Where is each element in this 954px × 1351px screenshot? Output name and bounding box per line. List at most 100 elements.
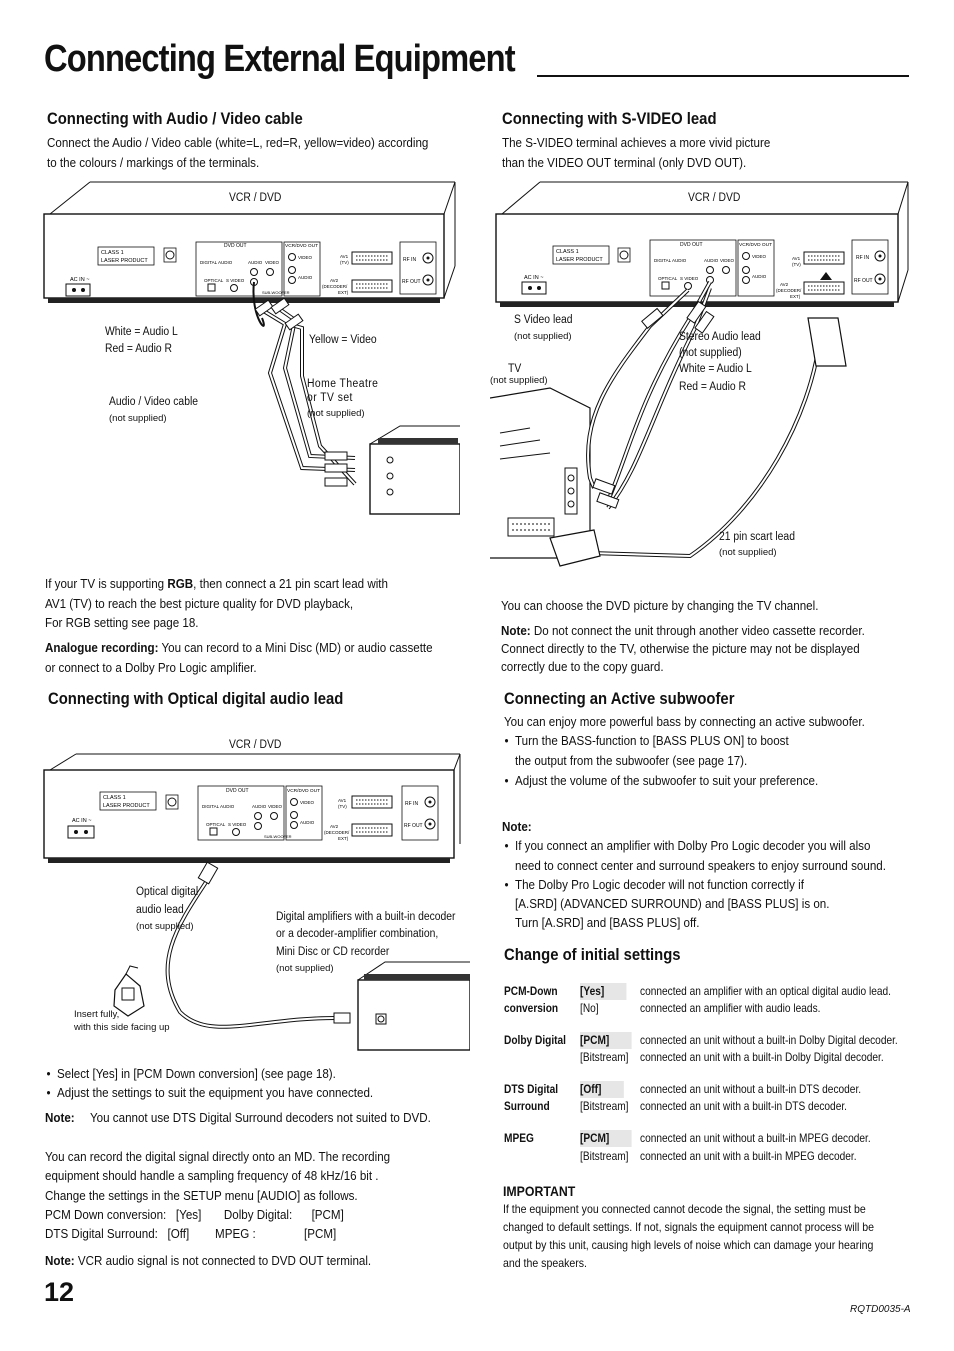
page-number: 12 <box>44 1277 75 1307</box>
svg-text:S VIDEO: S VIDEO <box>226 278 245 283</box>
subwoofer-bullet-1a: Turn the BASS-function to [BASS PLUS ON]… <box>504 731 788 751</box>
white-audio-label: White = Audio L <box>105 326 178 338</box>
svg-text:AUDIO: AUDIO <box>752 274 767 279</box>
svg-text:RF OUT: RF OUT <box>404 823 423 829</box>
av-vcr-label: VCR / DVD <box>229 192 282 204</box>
optical-note-label: Note: <box>45 1110 75 1125</box>
setting-option-default: [PCM] <box>580 1032 632 1049</box>
important-text-1: If the equipment you connected cannot de… <box>503 1202 866 1216</box>
setting-option-alt: [Bitstream] <box>580 1149 629 1163</box>
svg-text:(DECODER/: (DECODER/ <box>324 830 350 835</box>
home-theatre-label-2: or TV set <box>307 392 353 404</box>
insert-label-1: Insert fully, <box>74 1009 120 1020</box>
optical-note-text: You cannot use DTS Digital Surround deco… <box>90 1110 431 1125</box>
svg-text:DIGITAL AUDIO: DIGITAL AUDIO <box>202 804 235 809</box>
optical-bullet-1: Select [Yes] in [PCM Down conversion] (s… <box>46 1064 335 1084</box>
setting-name: Dolby Digital <box>504 1033 567 1047</box>
optical-vcr-label: VCR / DVD <box>229 739 282 751</box>
svideo-note-3: correctly due to the copy guard. <box>501 659 664 674</box>
svg-text:RF OUT: RF OUT <box>854 278 873 284</box>
amp-label-1: Digital amplifiers with a built-in decod… <box>276 911 456 923</box>
stereo-lead-label-3: White = Audio L <box>679 363 752 375</box>
av-connection-diagram: CLASS 1 LASER PRODUCT AC IN ~ DVD OUT DI… <box>43 181 460 515</box>
setting-desc-alt: connected an unit with a built-in DTS de… <box>640 1099 847 1113</box>
svg-text:AC IN ~: AC IN ~ <box>70 277 89 283</box>
record-text-3: Change the settings in the SETUP menu [A… <box>45 1188 358 1203</box>
svg-text:AUDIO: AUDIO <box>248 260 263 265</box>
yellow-video-label: Yellow = Video <box>309 334 377 346</box>
optical-lead-note: (not supplied) <box>136 921 194 932</box>
setting-desc-alt: connected an amplifier with audio leads. <box>640 1001 821 1015</box>
setting-desc-alt: connected an unit with a built-in MPEG d… <box>640 1149 857 1163</box>
svg-text:CLASS 1: CLASS 1 <box>101 250 124 256</box>
svideo-intro-2: than the VIDEO OUT terminal (only DVD OU… <box>502 155 747 170</box>
subwoofer-note-2a: The Dolby Pro Logic decoder will not fun… <box>504 875 804 895</box>
svg-text:AC IN ~: AC IN ~ <box>524 275 543 281</box>
svg-text:AUDIO: AUDIO <box>300 820 315 825</box>
svg-text:OPTICAL: OPTICAL <box>658 276 678 281</box>
record-text-2: equipment should handle a sampling frequ… <box>45 1168 379 1183</box>
svg-text:AV2: AV2 <box>330 824 339 829</box>
svg-text:(TV): (TV) <box>340 260 349 265</box>
svg-text:(TV): (TV) <box>338 804 347 809</box>
amp-label-2: or a decoder-amplifier combination, <box>276 928 439 940</box>
rgb-text-3: For RGB setting see page 18. <box>45 615 199 630</box>
setting-option-alt: [No] <box>580 1001 599 1015</box>
svg-text:CLASS 1: CLASS 1 <box>103 795 126 801</box>
optical-lead-label-2: audio lead <box>136 904 184 916</box>
setting-name: MPEG <box>504 1131 534 1145</box>
amp-label-3: Mini Disc or CD recorder <box>276 946 390 958</box>
stereo-lead-label-1: Stereo Audio lead <box>679 331 761 343</box>
settings-heading: Change of initial settings <box>504 946 681 964</box>
svg-text:OPTICAL: OPTICAL <box>204 278 224 283</box>
svg-text:AV1: AV1 <box>338 798 347 803</box>
av-cable-note: (not supplied) <box>109 413 167 424</box>
svg-text:VIDEO: VIDEO <box>300 800 315 805</box>
svg-text:LASER PRODUCT: LASER PRODUCT <box>101 258 148 264</box>
svg-text:DVD OUT: DVD OUT <box>224 243 247 249</box>
important-text-3: output by this unit, causing high levels… <box>503 1238 874 1252</box>
subwoofer-note-2c: Turn [A.SRD] and [BASS PLUS] off. <box>515 915 700 930</box>
optical-bullet-2: Adjust the settings to suit the equipmen… <box>46 1083 373 1103</box>
svg-text:(DECODER/: (DECODER/ <box>322 284 348 289</box>
svg-text:DIGITAL AUDIO: DIGITAL AUDIO <box>654 258 687 263</box>
svideo-connection-diagram: CLASS 1 LASER PRODUCT AC IN ~ DVD OUT DI… <box>490 181 909 567</box>
svg-text:AUDIO: AUDIO <box>252 804 267 809</box>
setting-name-2: conversion <box>504 1001 559 1015</box>
title-rule <box>537 75 909 77</box>
setting-name: DTS Digital <box>504 1082 559 1096</box>
svg-text:DVD OUT: DVD OUT <box>226 788 249 794</box>
stereo-lead-label-4: Red = Audio R <box>679 381 747 393</box>
important-text-2: changed to default settings. If not, sig… <box>503 1220 875 1234</box>
svg-text:(TV): (TV) <box>792 262 801 267</box>
home-theatre-label-1: Home Theatre <box>307 378 379 390</box>
svg-text:VCR/DVD OUT: VCR/DVD OUT <box>287 788 320 794</box>
svg-text:LASER PRODUCT: LASER PRODUCT <box>556 257 603 263</box>
setting-option-alt: [Bitstream] <box>580 1099 629 1113</box>
svg-text:VIDEO: VIDEO <box>265 260 280 265</box>
setting-name: PCM-Down <box>504 984 558 998</box>
home-theatre-note: (not supplied) <box>307 408 365 419</box>
setting-desc-default: connected an unit without a built-in DTS… <box>640 1082 862 1096</box>
optical-heading: Connecting with Optical digital audio le… <box>48 690 344 708</box>
setting-desc-alt: connected an unit with a built-in Dolby … <box>640 1050 884 1064</box>
vcr-audio-note: Note: VCR audio signal is not connected … <box>45 1253 372 1268</box>
record-text-1: You can record the digital signal direct… <box>45 1149 391 1164</box>
svg-text:EXT): EXT) <box>790 294 801 299</box>
subwoofer-note-1b: need to connect center and surround spea… <box>515 858 886 873</box>
svg-text:RF IN: RF IN <box>856 255 869 261</box>
svg-text:CLASS 1: CLASS 1 <box>556 249 579 255</box>
subwoofer-note-2b: [A.SRD] (ADVANCED SURROUND) and [BASS PL… <box>515 896 830 911</box>
svg-text:VCR/DVD OUT: VCR/DVD OUT <box>739 242 772 248</box>
av-heading: Connecting with Audio / Video cable <box>47 110 303 128</box>
red-audio-label: Red = Audio R <box>105 343 173 355</box>
record-text-5: DTS Digital Surround: [Off] MPEG : [PCM] <box>45 1226 337 1241</box>
svideo-note-2: Connect directly to the TV, otherwise th… <box>501 641 860 656</box>
optical-lead-label-1: Optical digital <box>136 886 199 898</box>
svg-text:S VIDEO: S VIDEO <box>680 276 699 281</box>
important-heading: IMPORTANT <box>503 1183 576 1199</box>
svg-text:AC IN ~: AC IN ~ <box>72 818 91 824</box>
svg-text:EXT): EXT) <box>338 290 349 295</box>
page-title: Connecting External Equipment <box>44 38 516 80</box>
subwoofer-heading: Connecting an Active subwoofer <box>504 690 735 708</box>
